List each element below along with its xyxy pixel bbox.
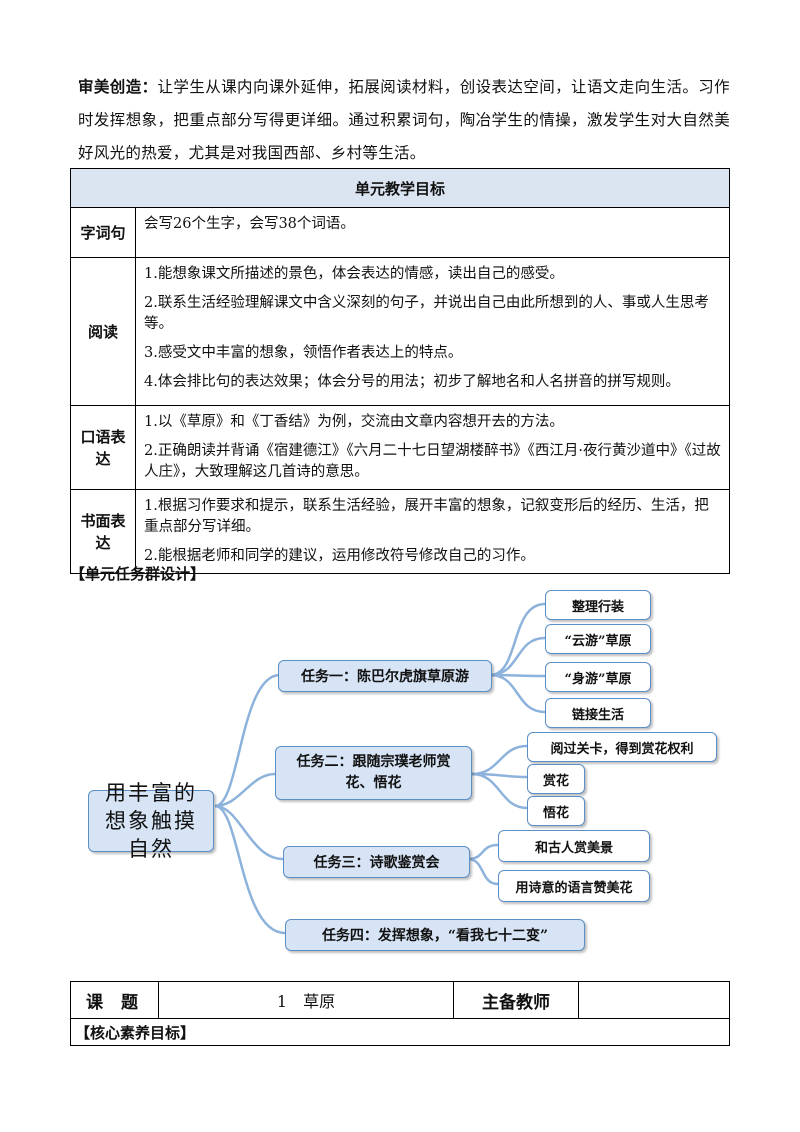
intro-text: 让学生从课内向课外延伸，拓展阅读材料，创设表达空间，让语文走向生活。习作时发挥想…	[78, 78, 730, 162]
connector-root-task1	[214, 673, 281, 808]
task-section-title: 【单元任务群设计】	[70, 565, 206, 583]
goal-category: 口语表达	[70, 405, 136, 490]
table-row: 口语表达 1.以《草原》和《丁香结》为例，交流由文章内容想开去的方法。 2.正确…	[70, 405, 730, 490]
connector-task1-child	[489, 673, 546, 714]
intro-paragraph: 审美创造：让学生从课内向课外延伸，拓展阅读材料，创设表达空间，让语文走向生活。习…	[78, 70, 730, 170]
connector-root-task3	[214, 804, 284, 861]
goal-body: 1.根据习作要求和提示，联系生活经验，展开丰富的想象，记叙变形后的经历、生活，把…	[135, 489, 730, 574]
connector-task1-child	[489, 636, 546, 677]
goal-category: 字词句	[70, 207, 136, 258]
mindmap-subtask: 用诗意的语言赞美花	[498, 870, 650, 902]
connector-task3-child	[467, 843, 499, 861]
goal-item: 会写26个生字，会写38个词语。	[144, 216, 355, 232]
goal-item: 2.能根据老师和同学的建议，运用修改符号修改自己的习作。	[144, 548, 535, 564]
connector-task3-child	[467, 857, 499, 886]
mindmap-subtask: 链接生活	[545, 698, 651, 728]
table-row: 字词句 会写26个生字，会写38个词语。	[70, 207, 730, 258]
goal-item: 1.以《草原》和《丁香结》为例，交流由文章内容想开去的方法。	[144, 414, 564, 430]
mindmap-subtask: 和古人赏美景	[498, 830, 650, 862]
mindmap-subtask: 整理行装	[545, 590, 651, 620]
connector-task2-child	[471, 744, 528, 776]
mindmap-task-1: 任务一：陈巴尔虎旗草原游	[278, 660, 492, 692]
mindmap-task-2: 任务二：跟随宗璞老师赏花、悟花	[275, 746, 472, 800]
mindmap-connectors	[214, 602, 546, 935]
mindmap-subtask: “身游”草原	[545, 662, 651, 692]
mindmap-subtask: “云游”草原	[545, 624, 651, 654]
table-row: 课题 1 草原 主备教师	[70, 981, 730, 1019]
table-row: 【核心素养目标】	[70, 1018, 730, 1046]
core-literacy-label: 【核心素养目标】	[70, 1018, 730, 1046]
teacher-label: 主备教师	[453, 981, 579, 1019]
goal-category: 阅读	[70, 257, 136, 406]
connector-task2-child	[471, 772, 528, 810]
goal-item: 1.根据习作要求和提示，联系生活经验，展开丰富的想象，记叙变形后的经历、生活，把…	[144, 498, 709, 535]
goal-item: 2.正确朗读并背诵《宿建德江》《六月二十七日望湖楼醉书》《西江月·夜行黄沙道中》…	[144, 443, 721, 480]
mindmap-subtask: 阅过关卡，得到赏花权利	[527, 732, 717, 762]
goals-header: 单元教学目标	[70, 168, 730, 208]
connector-root-task2	[214, 772, 276, 808]
topic-value: 1 草原	[158, 981, 454, 1019]
mindmap-task-3: 任务三：诗歌鉴赏会	[283, 846, 470, 878]
goal-body: 1.能想象课文所描述的景色，体会表达的情感，读出自己的感受。 2.联系生活经验理…	[135, 257, 730, 406]
connector-root-task4	[214, 804, 286, 935]
topic-label: 课题	[70, 981, 159, 1019]
mindmap-task-4: 任务四：发挥想象，“看我七十二变”	[285, 919, 585, 951]
lesson-table: 课题 1 草原 主备教师 【核心素养目标】	[70, 981, 730, 1046]
mindmap-subtask: 悟花	[527, 796, 585, 826]
unit-goals-table: 单元教学目标 字词句 会写26个生字，会写38个词语。 阅读 1.能想象课文所描…	[70, 168, 730, 574]
connector-task1-child	[489, 602, 546, 677]
goal-body: 1.以《草原》和《丁香结》为例，交流由文章内容想开去的方法。 2.正确朗读并背诵…	[135, 405, 730, 490]
mindmap-subtask: 赏花	[527, 764, 585, 794]
mindmap-root: 用丰富的想象触摸自然	[88, 781, 214, 861]
goal-item: 4.体会排比句的表达效果；体会分号的用法；初步了解地名和人名拼音的拼写规则。	[144, 374, 680, 390]
goal-item: 1.能想象课文所描述的景色，体会表达的情感，读出自己的感受。	[144, 266, 564, 282]
goal-item: 3.感受文中丰富的想象，领悟作者表达上的特点。	[144, 345, 463, 361]
table-row: 阅读 1.能想象课文所描述的景色，体会表达的情感，读出自己的感受。 2.联系生活…	[70, 257, 730, 406]
intro-label: 审美创造：	[78, 77, 158, 96]
table-row: 书面表达 1.根据习作要求和提示，联系生活经验，展开丰富的想象，记叙变形后的经历…	[70, 489, 730, 574]
teacher-value	[578, 981, 730, 1019]
goal-body: 会写26个生字，会写38个词语。	[135, 207, 730, 258]
task-mindmap: 用丰富的想象触摸自然 任务一：陈巴尔虎旗草原游 整理行装 “云游”草原 “身游”…	[0, 578, 800, 958]
goal-category: 书面表达	[70, 489, 136, 574]
goal-item: 2.联系生活经验理解课文中含义深刻的句子，并说出自己由此所想到的人、事或人生思考…	[144, 295, 709, 332]
